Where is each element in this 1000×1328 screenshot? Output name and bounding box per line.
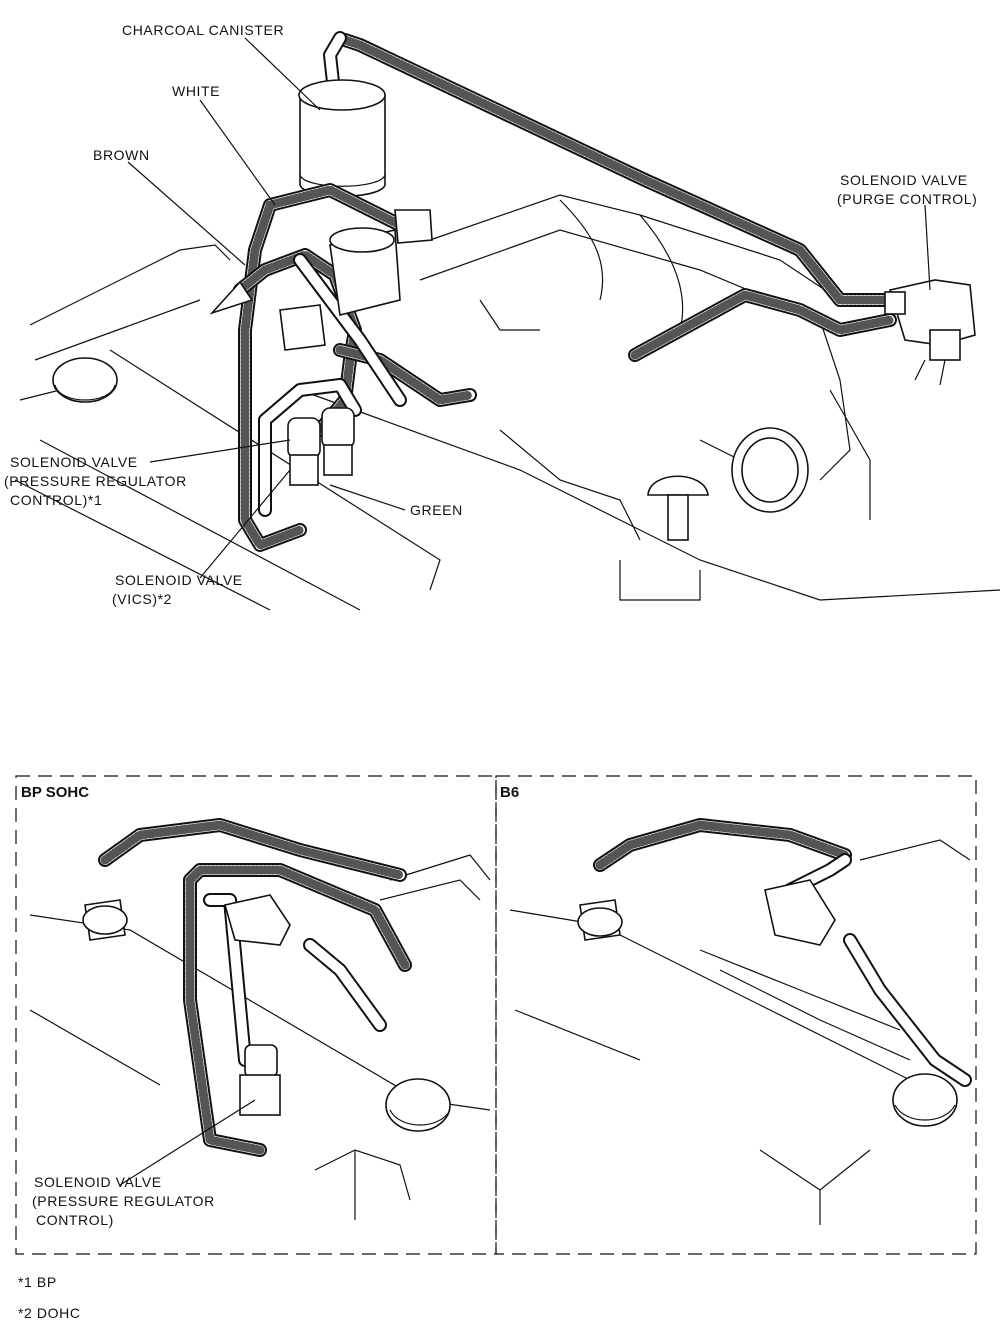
label-solenoid-vics-line1: SOLENOID VALVE [115, 572, 243, 588]
leader-lines [127, 37, 931, 579]
filler-cap-icon [52, 357, 118, 403]
vacuum-hoses [233, 183, 477, 552]
purge-hose [323, 31, 912, 362]
label-charcoal-canister: CHARCOAL CANISTER [122, 22, 284, 38]
round-housing-icon [731, 427, 809, 513]
b6-solenoid-icon [764, 879, 836, 946]
label-solenoid-vics-line2: (VICS)*2 [112, 591, 172, 607]
label-solenoid-purge-line1: SOLENOID VALVE [840, 172, 968, 188]
main-engine-illustration: CHARCOAL CANISTER WHITE BROWN SOLENOID V… [4, 22, 1000, 611]
check-valve-icon [209, 209, 433, 351]
bp-sohc-label-line1: SOLENOID VALVE [34, 1174, 162, 1190]
left-panel-border [15, 775, 497, 1255]
label-solenoid-prc-line3: CONTROL)*1 [10, 492, 102, 508]
charcoal-canister-icon [298, 79, 386, 197]
solenoid-valves-pair-icon [287, 407, 355, 486]
label-brown: BROWN [93, 147, 150, 163]
footnotes: *1 BP *2 DOHC [18, 1274, 81, 1321]
bp-sohc-label-line3: CONTROL) [36, 1212, 114, 1228]
bp-sohc-illustration: SOLENOID VALVE (PRESSURE REGULATOR CONTR… [29, 818, 491, 1228]
valve-cap-icon [647, 475, 709, 541]
label-solenoid-purge-line2: (PURGE CONTROL) [837, 191, 977, 207]
bp-sohc-label-line2: (PRESSURE REGULATOR [32, 1193, 215, 1209]
footnote-2: *2 DOHC [18, 1305, 81, 1321]
label-white: WHITE [172, 83, 220, 99]
right-panel-border [495, 775, 977, 1255]
label-solenoid-prc-line1: SOLENOID VALVE [10, 454, 138, 470]
footnote-1: *1 BP [18, 1274, 57, 1290]
bp-sohc-solenoid-lower-icon [239, 1044, 281, 1116]
label-green: GREEN [410, 502, 463, 518]
bp-sohc-leader-line [119, 1099, 256, 1186]
purge-solenoid-valve-icon [884, 279, 976, 386]
right-panel-title: B6 [500, 784, 519, 801]
label-solenoid-prc-line2: (PRESSURE REGULATOR [4, 473, 187, 489]
left-panel-title: BP SOHC [21, 784, 89, 801]
b6-illustration [509, 818, 972, 1225]
inset-panels: BP SOHC B6 [15, 775, 977, 1255]
engine-outline [14, 194, 1000, 611]
bp-sohc-solenoid-upper-icon [223, 894, 291, 946]
